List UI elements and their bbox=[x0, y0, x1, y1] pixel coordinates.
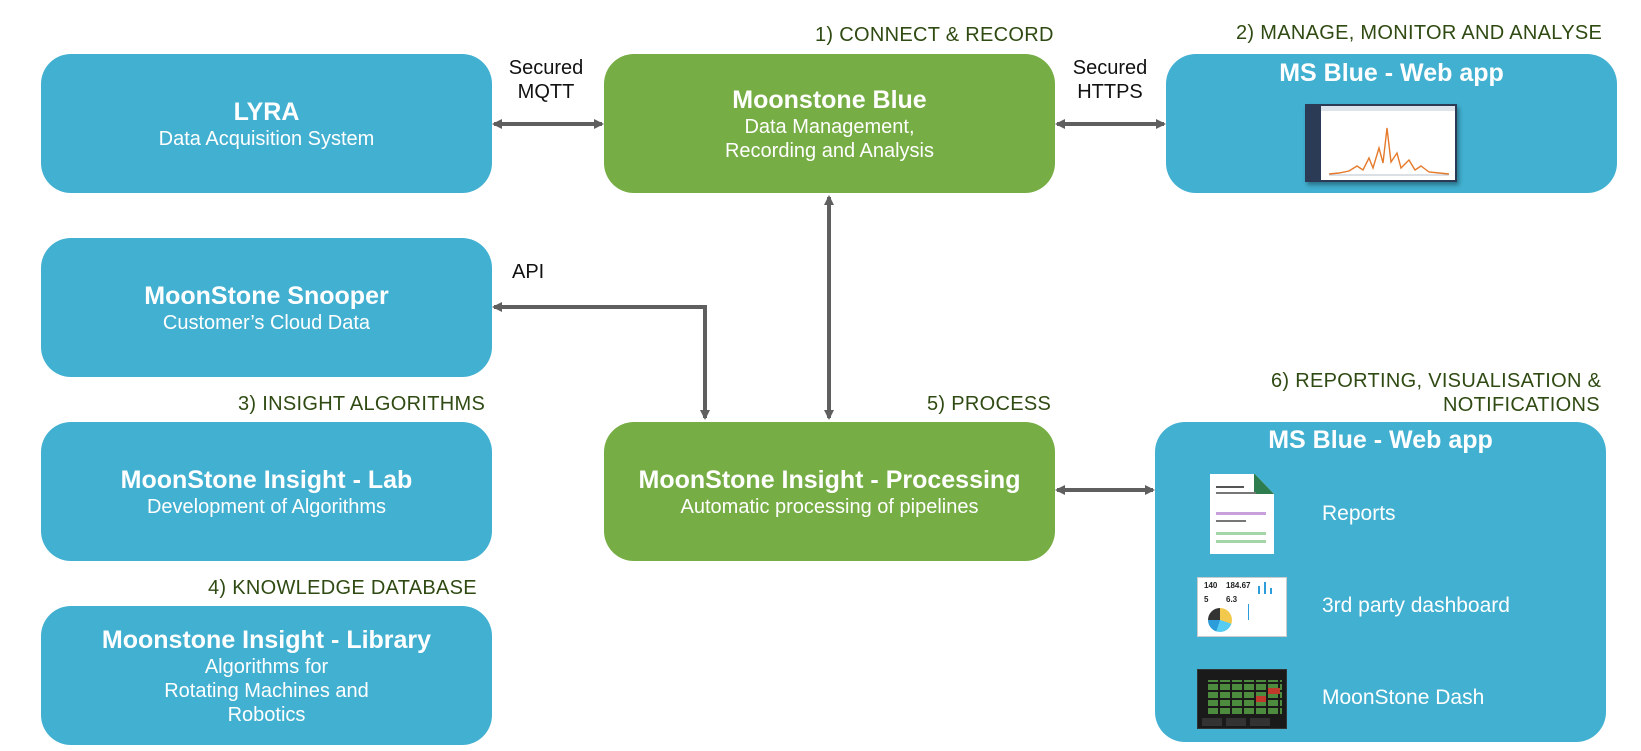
snooper-box: MoonStone Snooper Customer’s Cloud Data bbox=[41, 238, 492, 377]
moonstone-blue-sub2: Recording and Analysis bbox=[724, 139, 934, 162]
webapp-screenshot-thumbnail bbox=[1305, 104, 1457, 182]
dash-grid-icon bbox=[1197, 669, 1287, 729]
connector-label-https: Secured HTTPS bbox=[1058, 56, 1162, 104]
moonstone-dash-label: MoonStone Dash bbox=[1322, 686, 1485, 709]
insight-lab-title: MoonStone Insight - Lab bbox=[120, 465, 413, 494]
webapp-spectrum-chart bbox=[1329, 127, 1449, 176]
report-document-icon bbox=[1210, 474, 1274, 554]
heading-process: 5) PROCESS bbox=[927, 393, 1052, 415]
moonstone-blue-sub1: Data Management, bbox=[744, 115, 915, 138]
insight-library-sub3: Robotics bbox=[227, 703, 306, 726]
connector-mqtt-line1: Secured bbox=[508, 57, 584, 79]
lyra-title: LYRA bbox=[233, 97, 300, 126]
connector-https-line2: HTTPS bbox=[1077, 81, 1143, 103]
dashboard-icon: 140 184.67 5 6.3 bbox=[1197, 577, 1287, 637]
heading-knowledge-database: 4) KNOWLEDGE DATABASE bbox=[208, 577, 477, 599]
connector-label-mqtt: Secured MQTT bbox=[494, 56, 598, 104]
heading-connect-record: 1) CONNECT & RECORD bbox=[815, 24, 1054, 46]
insight-lab-box: MoonStone Insight - Lab Development of A… bbox=[41, 422, 492, 561]
heading-reporting-line1: 6) REPORTING, VISUALISATION & bbox=[1271, 370, 1602, 392]
connector-https-line1: Secured bbox=[1072, 57, 1148, 79]
insight-processing-box: MoonStone Insight - Processing Automatic… bbox=[604, 422, 1055, 561]
heading-manage-monitor: 2) MANAGE, MONITOR AND ANALYSE bbox=[1236, 22, 1603, 44]
webapp-top-title: MS Blue - Web app bbox=[1279, 59, 1504, 87]
snooper-title: MoonStone Snooper bbox=[144, 281, 389, 310]
lyra-subtitle: Data Acquisition System bbox=[158, 127, 375, 150]
snooper-subtitle: Customer’s Cloud Data bbox=[162, 311, 371, 334]
arrow-snooper-processing bbox=[492, 302, 710, 420]
webapp-top-box: MS Blue - Web app bbox=[1166, 54, 1617, 193]
insight-library-box: Moonstone Insight - Library Algorithms f… bbox=[41, 606, 492, 745]
third-party-dashboard-label: 3rd party dashboard bbox=[1322, 594, 1510, 617]
connector-label-api: API bbox=[512, 261, 545, 283]
heading-insight-algorithms: 3) INSIGHT ALGORITHMS bbox=[238, 393, 486, 415]
reports-label: Reports bbox=[1322, 502, 1396, 525]
webapp-header-bar bbox=[1321, 106, 1455, 111]
insight-library-title: Moonstone Insight - Library bbox=[101, 625, 432, 654]
webapp-bottom-title: MS Blue - Web app bbox=[1268, 426, 1493, 454]
moonstone-blue-title: Moonstone Blue bbox=[732, 85, 927, 114]
insight-processing-title: MoonStone Insight - Processing bbox=[638, 465, 1021, 494]
webapp-sidebar bbox=[1307, 106, 1321, 180]
connector-mqtt-line2: MQTT bbox=[517, 81, 575, 103]
insight-library-sub1: Algorithms for bbox=[204, 655, 329, 678]
heading-reporting-line2: NOTIFICATIONS bbox=[1443, 394, 1600, 416]
moonstone-blue-box: Moonstone Blue Data Management, Recordin… bbox=[604, 54, 1055, 193]
lyra-box: LYRA Data Acquisition System bbox=[41, 54, 492, 193]
insight-library-sub2: Rotating Machines and bbox=[164, 679, 369, 702]
insight-processing-subtitle: Automatic processing of pipelines bbox=[680, 495, 979, 518]
insight-lab-subtitle: Development of Algorithms bbox=[146, 495, 386, 518]
webapp-bottom-box: MS Blue - Web app Reports 140 184.67 5 6… bbox=[1155, 422, 1606, 742]
